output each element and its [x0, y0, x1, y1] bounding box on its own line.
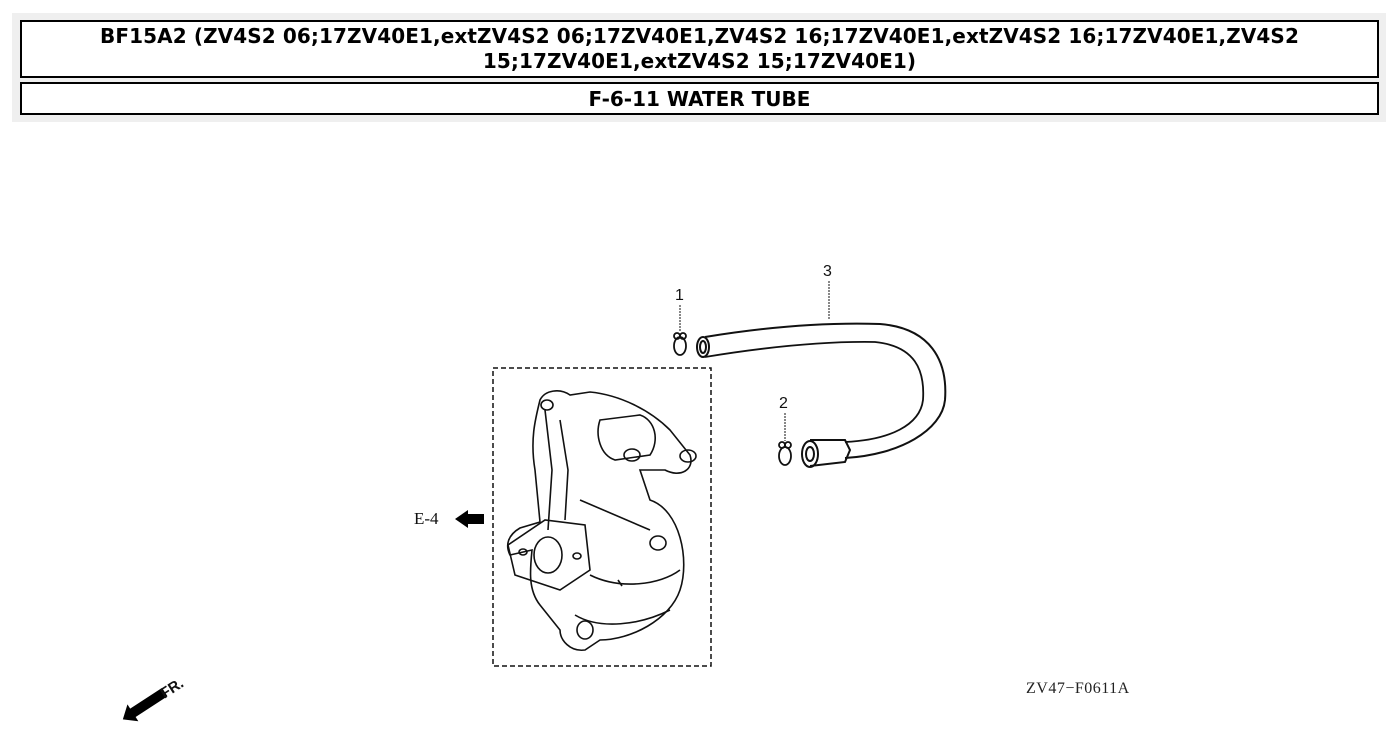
callout-3[interactable]: 3: [823, 263, 832, 280]
model-title-box: BF15A2 (ZV4S2 06;17ZV40E1,extZV4S2 06;17…: [20, 20, 1379, 78]
figure-code: ZV47−F0611A: [1026, 680, 1130, 697]
callout-1[interactable]: 1: [675, 287, 684, 304]
callout-2[interactable]: 2: [779, 395, 788, 412]
pump-housing-drawing: [506, 390, 697, 651]
section-title-box: F-6-11 WATER TUBE: [20, 82, 1379, 115]
parts-diagram: 1 2 3 E-4 FR. ZV47−F0611A: [0, 125, 1399, 739]
model-title: BF15A2 (ZV4S2 06;17ZV40E1,extZV4S2 06;17…: [100, 24, 1299, 73]
clip-1-drawing: [673, 332, 687, 356]
assembly-box: [492, 367, 712, 667]
water-tube-drawing: [696, 322, 947, 468]
reference-label-e4[interactable]: E-4: [414, 509, 439, 528]
section-title: F-6-11 WATER TUBE: [588, 86, 811, 111]
clip-2-drawing: [778, 441, 792, 466]
front-direction-icon: [122, 687, 168, 722]
reference-arrow-icon: [455, 510, 484, 528]
